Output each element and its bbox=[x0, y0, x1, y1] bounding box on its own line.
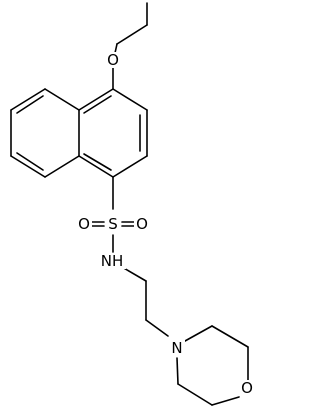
bond-morpholine-c-n-lower bbox=[176, 357, 179, 385]
ether-oxygen-label: O bbox=[107, 51, 119, 69]
bond-ring-c2-c1 bbox=[112, 155, 148, 178]
atom-labels: O S O O NH N O bbox=[76, 51, 255, 397]
bond-ch2-ether-o bbox=[114, 43, 118, 54]
bond-ring-c5-c6 bbox=[10, 88, 46, 111]
bond-ring-c7-c8 bbox=[10, 155, 46, 178]
bond-ch2-morpholine-n bbox=[145, 319, 169, 337]
amine-label: NH bbox=[101, 252, 124, 270]
sulfonyl-oxygen-right-label: O bbox=[136, 215, 148, 233]
bond-ring-c4a-c4-inner bbox=[83, 95, 112, 114]
amine-atom: NH bbox=[98, 252, 126, 270]
sulfonyl-oxygen-left-atom: O bbox=[76, 215, 92, 233]
bond-ethyl-ch2 bbox=[116, 24, 148, 45]
bond-ring-c4-c3 bbox=[112, 88, 148, 111]
sulfonyl-oxygen-right-atom: O bbox=[134, 215, 150, 233]
bond-ring-c1-c8a-inner bbox=[83, 153, 112, 171]
chemical-structure-diagram: O S O O NH N O bbox=[10, 2, 255, 406]
bond-morpholine-c-c-lower bbox=[177, 383, 213, 406]
bond-morpholine-o-c-lower bbox=[211, 396, 240, 406]
bond-ring-c1-c8a bbox=[78, 155, 114, 178]
bond-morpholine-c-c-upper bbox=[211, 325, 249, 348]
bond-ring-c7-c8-inner bbox=[16, 152, 44, 171]
sulfur-label: S bbox=[108, 215, 118, 233]
morpholine-oxygen-atom: O bbox=[240, 379, 255, 397]
morpholine-nitrogen-atom: N bbox=[169, 339, 185, 357]
ether-oxygen-atom: O bbox=[105, 51, 121, 69]
bonds bbox=[10, 2, 249, 406]
bond-ring-c4a-c4 bbox=[78, 88, 114, 111]
morpholine-nitrogen-label: N bbox=[171, 339, 182, 357]
structure-canvas: O S O O NH N O bbox=[10, 2, 255, 406]
sulfur-atom: S bbox=[106, 215, 120, 233]
bond-morpholine-n-c-upper bbox=[184, 325, 213, 342]
bond-ring-c8-c8a bbox=[44, 155, 80, 178]
bond-nh-ch2 bbox=[121, 266, 147, 282]
sulfonyl-oxygen-left-label: O bbox=[78, 215, 90, 233]
bond-ring-c5-c6-inner bbox=[16, 95, 44, 114]
bond-ring-c4a-c5 bbox=[44, 88, 80, 111]
morpholine-oxygen-label: O bbox=[241, 379, 253, 397]
